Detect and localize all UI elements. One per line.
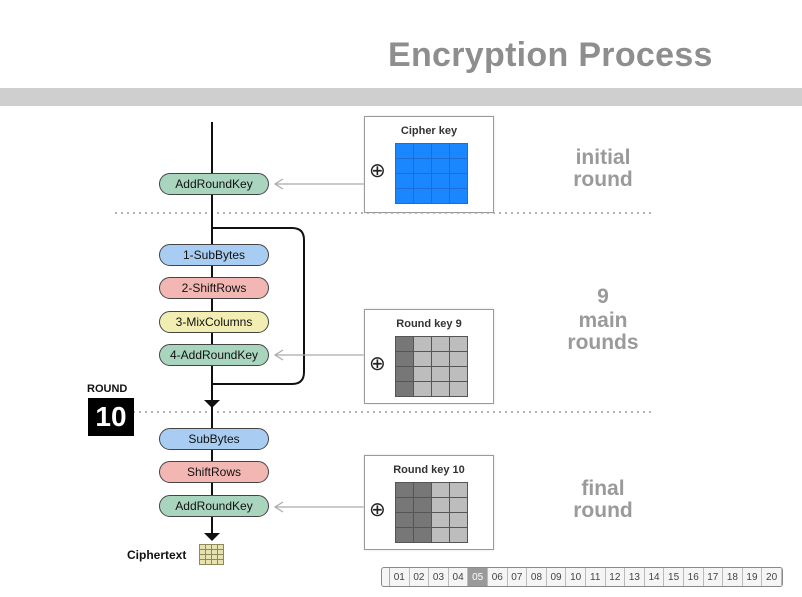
pager-page-14[interactable]: 14	[645, 568, 665, 586]
pager-page-11[interactable]: 11	[586, 568, 606, 586]
section-final-round: final round	[573, 477, 633, 522]
arrow-left-icon	[273, 501, 284, 513]
xor-icon: ⊕	[369, 499, 386, 521]
slide-title: Encryption Process	[388, 36, 713, 74]
step-shiftrows: 2-ShiftRows	[159, 277, 269, 299]
section-main-count: 9	[597, 285, 609, 308]
round-key-9-label: Round key 9	[396, 318, 462, 330]
round-number-badge: 10	[88, 398, 134, 436]
round-label: ROUND	[87, 383, 128, 395]
pager-page-16[interactable]: 16	[684, 568, 704, 586]
step-subbytes-final: SubBytes	[159, 428, 269, 450]
ciphertext-grid-icon	[199, 544, 224, 565]
round-key-10-grid	[395, 482, 468, 543]
step-addroundkey-initial: AddRoundKey	[159, 173, 269, 195]
pager-page-13[interactable]: 13	[625, 568, 645, 586]
pager-page-09[interactable]: 09	[547, 568, 567, 586]
arrow-left-icon	[273, 349, 284, 361]
pager-page-20[interactable]: 20	[762, 568, 782, 586]
xor-icon: ⊕	[369, 160, 386, 182]
step-shiftrows-final: ShiftRows	[159, 461, 269, 483]
arrow-down-icon	[204, 533, 220, 541]
pager-page-07[interactable]: 07	[508, 568, 528, 586]
pager-page-04[interactable]: 04	[449, 568, 469, 586]
pager-page-10[interactable]: 10	[566, 568, 586, 586]
pager-page-03[interactable]: 03	[429, 568, 449, 586]
pager-page-17[interactable]: 17	[704, 568, 724, 586]
xor-icon: ⊕	[369, 353, 386, 375]
pager-page-15[interactable]: 15	[664, 568, 684, 586]
pager-page-06[interactable]: 06	[488, 568, 508, 586]
arrow-left-icon	[273, 178, 284, 190]
pager-cap	[382, 568, 390, 586]
pager-page-02[interactable]: 02	[410, 568, 430, 586]
cipher-key-grid	[395, 143, 468, 204]
pager-page-08[interactable]: 08	[527, 568, 547, 586]
step-mixcolumns: 3-MixColumns	[159, 311, 269, 333]
pager-page-19[interactable]: 19	[743, 568, 763, 586]
cipher-key-label: Cipher key	[400, 125, 458, 137]
step-addroundkey-final: AddRoundKey	[159, 495, 269, 517]
header-bar	[0, 88, 802, 106]
arrow-down-icon	[204, 400, 220, 408]
cipher-key-box: Cipher key ⊕	[364, 116, 494, 213]
pager-page-01[interactable]: 01	[390, 568, 410, 586]
step-subbytes: 1-SubBytes	[159, 244, 269, 266]
section-main-rounds: main rounds	[567, 309, 639, 354]
section-initial-round: initial round	[573, 146, 633, 191]
loop-line	[212, 227, 305, 385]
round-key-10-label: Round key 10	[393, 464, 465, 476]
round-key-9-grid	[395, 336, 468, 397]
pager-page-18[interactable]: 18	[723, 568, 743, 586]
pager-page-12[interactable]: 12	[606, 568, 626, 586]
pager-page-05[interactable]: 05	[468, 568, 488, 586]
round-key-9-box: Round key 9 ⊕	[364, 309, 494, 404]
step-addroundkey-main: 4-AddRoundKey	[159, 344, 269, 366]
ciphertext-label: Ciphertext	[127, 548, 187, 562]
round-key-10-box: Round key 10 ⊕	[364, 455, 494, 550]
